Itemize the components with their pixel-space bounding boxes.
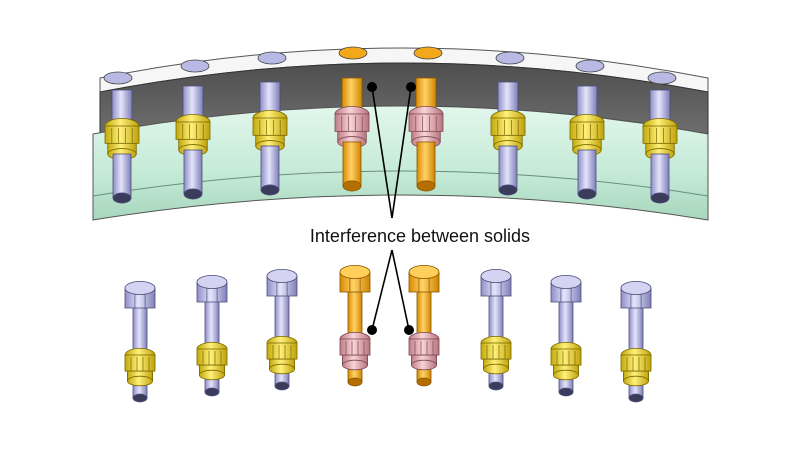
bolt-end [650, 192, 670, 204]
ring-hole [338, 46, 368, 60]
exploded-bolts [124, 264, 652, 403]
nut [490, 110, 526, 152]
green-ring-inner-edge [92, 170, 709, 197]
ring-hole [647, 71, 677, 85]
exploded-bolt [480, 268, 512, 391]
bolt-end [577, 188, 597, 200]
assembled-bolts [104, 77, 678, 204]
bolt-end [488, 381, 504, 391]
pointer-dot-top-right [406, 82, 416, 92]
flange-assembly [92, 46, 709, 221]
bolt-hex-head [196, 274, 228, 303]
pointer-dot-bottom-left [367, 325, 377, 335]
bolt-end [342, 180, 362, 192]
bolt-hex-head [408, 264, 440, 293]
bolt-end [260, 184, 280, 196]
pointer-dot-bottom-right [404, 325, 414, 335]
bolt-end [183, 188, 203, 200]
interfering-bolt [334, 77, 370, 192]
outer-ring-holes [103, 46, 677, 85]
assembled-bolt [642, 89, 678, 204]
pointer-line-top-left [371, 86, 393, 219]
bolt-lower-shaft [577, 149, 597, 195]
bolt-end [416, 180, 436, 192]
ring-hole [575, 59, 605, 73]
ring-hole [495, 51, 525, 65]
interfering-nut [339, 331, 371, 371]
nut [266, 335, 298, 375]
bolt-end [132, 393, 148, 403]
bolt-end [628, 393, 644, 403]
assembled-bolt [175, 85, 211, 200]
bolt-hex-head [339, 264, 371, 293]
callout-pointers [371, 86, 412, 331]
bolt-end [204, 387, 220, 397]
bolt-lower-shaft [260, 145, 280, 191]
bolt-end [274, 381, 290, 391]
nut [252, 110, 288, 152]
exploded-bolt [124, 280, 156, 403]
nut [175, 114, 211, 156]
assembled-bolt [490, 81, 526, 196]
assembled-bolt [569, 85, 605, 200]
bolt-lower-shaft [112, 153, 132, 199]
bolt-hex-head [124, 280, 156, 309]
bolt-lower-shaft [342, 141, 362, 187]
nut [569, 114, 605, 156]
bolt-end [112, 192, 132, 204]
nut [104, 118, 140, 160]
bolt-hex-head [620, 280, 652, 309]
bolt-hex-head [550, 274, 582, 303]
nut [642, 118, 678, 160]
exploded-bolt [196, 274, 228, 397]
exploded-bolt [620, 280, 652, 403]
nut [620, 347, 652, 387]
assembled-bolt [252, 81, 288, 196]
nut [550, 341, 582, 381]
interfering-nut [334, 106, 370, 148]
pointer-line-top-right [391, 86, 412, 219]
bolt-lower-shaft [416, 141, 436, 187]
interfering-nut [408, 331, 440, 371]
nut [124, 347, 156, 387]
ring-hole [257, 51, 287, 65]
nut [196, 341, 228, 381]
interfering-exploded-bolt [339, 264, 371, 387]
bolt-lower-shaft [183, 149, 203, 195]
nut [480, 335, 512, 375]
bolt-end [347, 377, 363, 387]
callout-label: Interference between solids [309, 226, 531, 246]
bolt-lower-shaft [498, 145, 518, 191]
bolt-end [498, 184, 518, 196]
interfering-bolt [408, 77, 444, 192]
bolt-end [558, 387, 574, 397]
bolt-end [416, 377, 432, 387]
pointer-line-bottom-left [371, 249, 393, 331]
assembled-bolt [104, 89, 140, 204]
exploded-bolt [550, 274, 582, 397]
interfering-nut [408, 106, 444, 148]
pointer-line-bottom-right [391, 249, 410, 331]
exploded-bolt [266, 268, 298, 391]
callout-dots [367, 82, 416, 335]
bolt-hex-head [266, 268, 298, 297]
bolt-lower-shaft [650, 153, 670, 199]
interfering-exploded-bolt [408, 264, 440, 387]
ring-hole [180, 59, 210, 73]
pointer-dot-top-left [367, 82, 377, 92]
ring-hole [103, 71, 133, 85]
bolt-hex-head [480, 268, 512, 297]
ring-hole [413, 46, 443, 60]
